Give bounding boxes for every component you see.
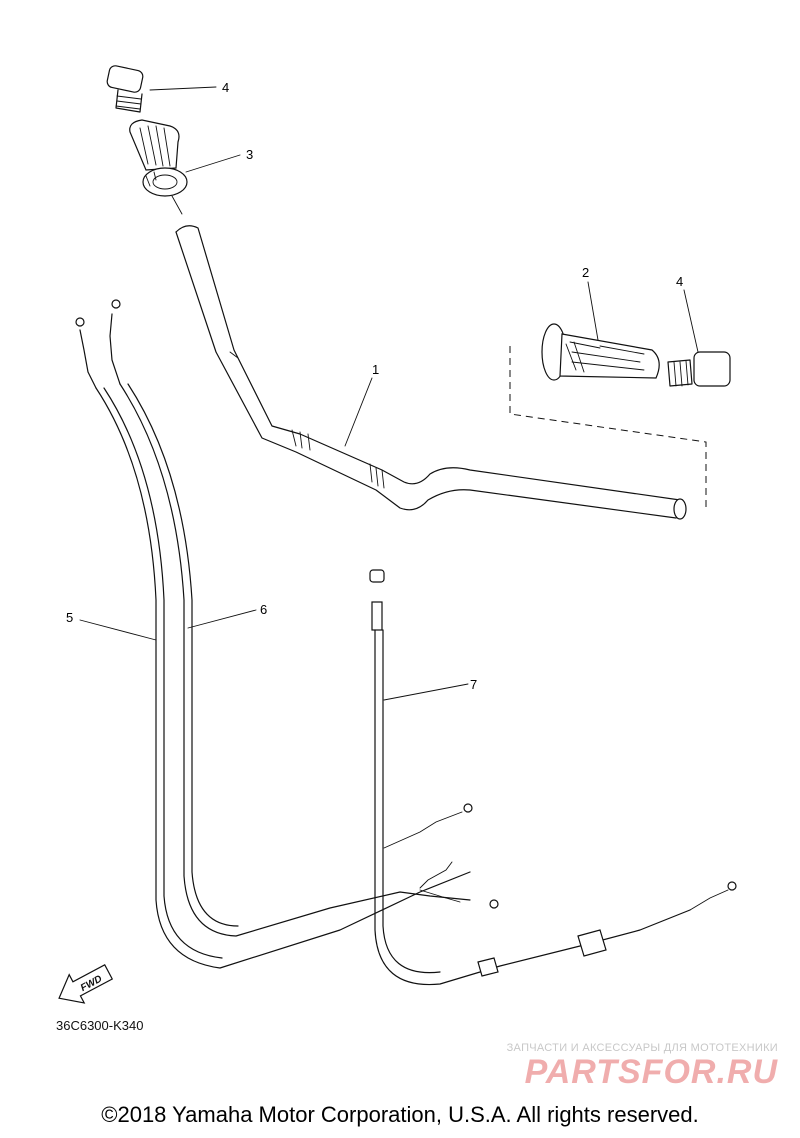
callout-3: 3: [246, 147, 253, 162]
left-grip: [541, 323, 660, 381]
grip-to-bar-link: [171, 195, 183, 215]
callout-4-top: 4: [222, 80, 229, 95]
callout-4-right: 4: [676, 274, 683, 289]
copyright-notice: ©2018 Yamaha Motor Corporation, U.S.A. A…: [101, 1102, 699, 1127]
watermark-logo: PARTSFOR.RU: [524, 1053, 778, 1091]
leader-4-top: [149, 86, 217, 91]
throttle-cable-5: [75, 317, 473, 969]
leader-3: [185, 154, 241, 173]
watermark: ЗАПЧАСТИ И АКСЕССУАРЫ ДЛЯ МОТОТЕХНИКИ PA…: [507, 1042, 778, 1090]
throttle-grip: [129, 119, 188, 197]
bar-end-weight-top: [106, 65, 144, 113]
callout-1: 1: [372, 362, 379, 377]
callout-2: 2: [582, 265, 589, 280]
leader-4-right: [683, 289, 699, 353]
bar-end-weight-right: [667, 351, 731, 387]
callout-5: 5: [66, 610, 73, 625]
leader-7: [383, 683, 469, 701]
leader-6: [187, 609, 257, 629]
clutch-cable-7: [369, 569, 737, 986]
callout-7: 7: [470, 677, 477, 692]
assembly-dashed-box: [509, 346, 707, 512]
fwd-arrow-icon: FWD: [58, 964, 114, 1004]
leader-2: [587, 281, 599, 341]
diagram-code: 36C6300-K340: [56, 1018, 144, 1033]
callout-6: 6: [260, 602, 267, 617]
leader-5: [79, 619, 157, 641]
handlebar: [175, 225, 687, 520]
leader-1: [344, 377, 373, 447]
watermark-tagline: ЗАПЧАСТИ И АКСЕССУАРЫ ДЛЯ МОТОТЕХНИКИ: [506, 1042, 778, 1054]
throttle-cable-6: [109, 299, 499, 937]
